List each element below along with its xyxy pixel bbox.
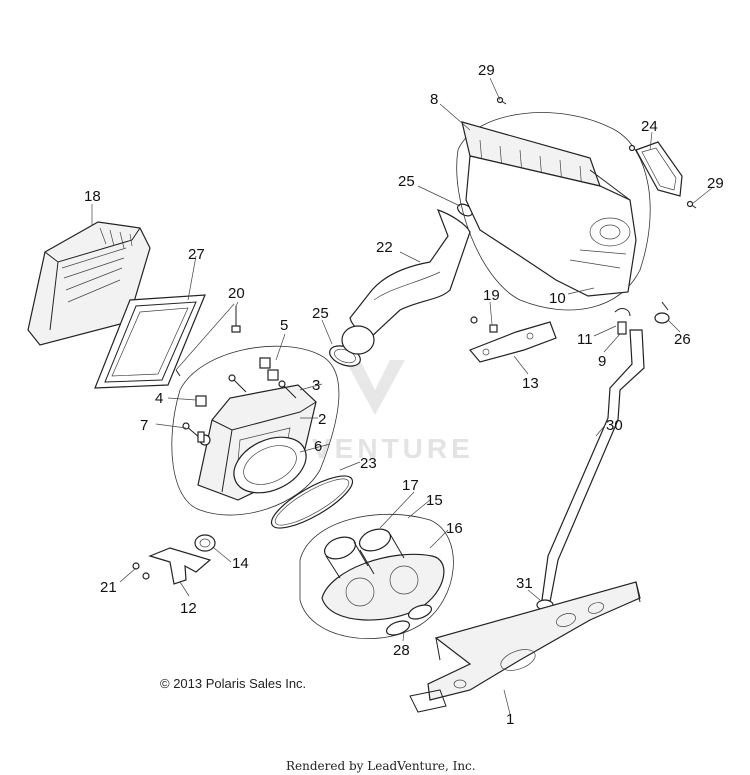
callout-14[interactable]: 14 [232, 555, 249, 572]
part-19-bolts[interactable] [470, 316, 498, 333]
hardware-small-parts [182, 357, 297, 443]
callout-10[interactable]: 10 [549, 290, 566, 307]
part-20-screw[interactable] [175, 306, 241, 377]
part-29-screws[interactable] [496, 96, 697, 209]
intake-group-outline [299, 513, 454, 639]
part-4-nut[interactable] [195, 395, 207, 407]
part-21-bolts[interactable] [132, 562, 150, 580]
callout-28[interactable]: 28 [393, 642, 410, 659]
callout-29-top[interactable]: 29 [478, 62, 495, 79]
part-24-gasket[interactable] [635, 141, 683, 197]
callout-13[interactable]: 13 [522, 375, 539, 392]
callout-6[interactable]: 6 [314, 438, 322, 455]
callout-21[interactable]: 21 [100, 579, 117, 596]
part-18-airbox-cover[interactable] [27, 221, 151, 346]
duct-outlet [341, 325, 375, 355]
callout-9[interactable]: 9 [598, 353, 606, 370]
callout-26[interactable]: 26 [674, 331, 691, 348]
part-3-bolt[interactable] [228, 374, 297, 399]
callout-15[interactable]: 15 [426, 492, 443, 509]
part-14-grommet[interactable] [194, 534, 216, 552]
part-30-drain-tube[interactable] [541, 329, 645, 603]
callout-11[interactable]: 11 [577, 331, 593, 348]
part-22-intake-duct[interactable] [349, 209, 471, 339]
copyright-text: © 2013 Polaris Sales Inc. [160, 676, 306, 691]
callout-20[interactable]: 20 [228, 285, 245, 302]
part-11-clip[interactable] [614, 308, 631, 317]
callout-25b[interactable]: 25 [312, 305, 329, 322]
part-5-grommet[interactable] [259, 357, 279, 381]
callout-25[interactable]: 25 [398, 173, 415, 190]
part-10-silencer-box[interactable] [465, 155, 637, 297]
callout-27[interactable]: 27 [188, 246, 205, 263]
rendered-by-text: Rendered by LeadVenture, Inc. [286, 759, 476, 773]
callout-12[interactable]: 12 [180, 600, 197, 617]
part-28-hose-clamps[interactable] [385, 602, 434, 637]
leadventure-watermark: VENTURE [312, 360, 474, 464]
part-12-bracket[interactable] [148, 547, 212, 585]
part-9-fitting[interactable] [617, 321, 627, 335]
part-26-plug[interactable] [654, 301, 670, 324]
callout-18[interactable]: 18 [84, 188, 101, 205]
watermark-text: VENTURE [312, 433, 474, 464]
callout-16[interactable]: 16 [446, 520, 463, 537]
callout-8[interactable]: 8 [430, 91, 438, 108]
callout-4[interactable]: 4 [155, 390, 163, 407]
callout-labels: 1 2 3 4 5 6 7 8 9 10 11 12 13 14 15 16 1… [84, 62, 724, 728]
part-1-mounting-bracket[interactable] [409, 581, 641, 713]
callout-1[interactable]: 1 [506, 711, 514, 728]
callout-24[interactable]: 24 [641, 118, 658, 135]
callout-29-right[interactable]: 29 [707, 175, 724, 192]
callout-22[interactable]: 22 [376, 239, 393, 256]
callout-5[interactable]: 5 [280, 317, 288, 334]
part-16-intake-plate[interactable] [321, 553, 445, 621]
callout-7[interactable]: 7 [140, 417, 148, 434]
silencer-group-outline [456, 112, 651, 311]
part-17-intake-boots[interactable] [322, 525, 405, 579]
callout-30[interactable]: 30 [606, 417, 623, 434]
callout-3[interactable]: 3 [312, 377, 320, 394]
part-6-outlet-flange[interactable] [225, 426, 315, 503]
part-23-clamp-ring[interactable] [265, 467, 359, 537]
callout-2[interactable]: 2 [318, 411, 326, 428]
leader-lines [91, 77, 713, 715]
part-13-bracket[interactable] [469, 321, 557, 363]
airbox-group-outline [171, 345, 340, 516]
callout-19[interactable]: 19 [483, 287, 500, 304]
part-27-air-filter[interactable] [94, 294, 206, 389]
callout-23[interactable]: 23 [360, 455, 377, 472]
callout-31[interactable]: 31 [516, 575, 533, 592]
part-7-bolt[interactable] [182, 422, 205, 443]
callout-17[interactable]: 17 [402, 477, 419, 494]
